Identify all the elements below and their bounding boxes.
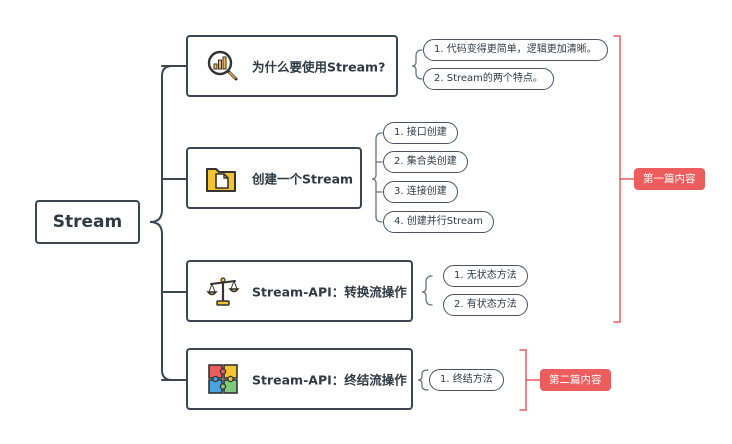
topic-label: 为什么要使用Stream? xyxy=(252,59,386,75)
topic3-bracket xyxy=(421,275,433,306)
root-connector xyxy=(149,65,173,381)
topic4-bracket xyxy=(417,369,429,391)
topic-why-use-stream[interactable]: 为什么要使用Stream? xyxy=(186,35,398,97)
topic-create-stream[interactable]: 创建一个Stream xyxy=(186,147,362,209)
topic-label: 创建一个Stream xyxy=(252,171,354,187)
topic-label: Stream-API：终结流操作 xyxy=(252,372,407,388)
summary-part-one[interactable]: 第一篇内容 xyxy=(634,168,705,190)
topic-terminal-ops[interactable]: Stream-API：终结流操作 xyxy=(186,348,413,410)
balance-scale-icon xyxy=(206,277,240,306)
item-parallel-stream-create[interactable]: 4. 创建并行Stream xyxy=(383,211,494,233)
root-node[interactable]: Stream xyxy=(35,200,140,244)
item-interface-create[interactable]: 1. 接口创建 xyxy=(383,122,458,144)
summary1-bracket xyxy=(613,35,621,323)
summary-part-two[interactable]: 第二篇内容 xyxy=(540,369,611,391)
summary2-bracket xyxy=(519,349,527,411)
root-label: Stream xyxy=(52,212,123,232)
puzzle-pieces-icon xyxy=(208,364,238,394)
item-stream-two-features[interactable]: 2. Stream的两个特点。 xyxy=(423,68,554,90)
item-stateful-methods[interactable]: 2. 有状态方法 xyxy=(443,294,528,316)
topic-label: Stream-API：转换流操作 xyxy=(252,284,407,300)
chart-magnifier-icon xyxy=(207,50,238,81)
item-terminal-methods[interactable]: 1. 终结方法 xyxy=(429,369,504,391)
folder-document-icon xyxy=(206,168,236,192)
item-stateless-methods[interactable]: 1. 无状态方法 xyxy=(443,265,528,287)
topic1-bracket xyxy=(411,49,423,80)
item-concat-create[interactable]: 3. 连接创建 xyxy=(383,181,458,203)
topic-intermediate-ops[interactable]: Stream-API：转换流操作 xyxy=(186,260,413,322)
item-collection-create[interactable]: 2. 集合类创建 xyxy=(383,151,468,173)
item-code-simpler[interactable]: 1. 代码变得更简单，逻辑更加清晰。 xyxy=(423,39,608,61)
topic2-bracket xyxy=(371,132,383,223)
